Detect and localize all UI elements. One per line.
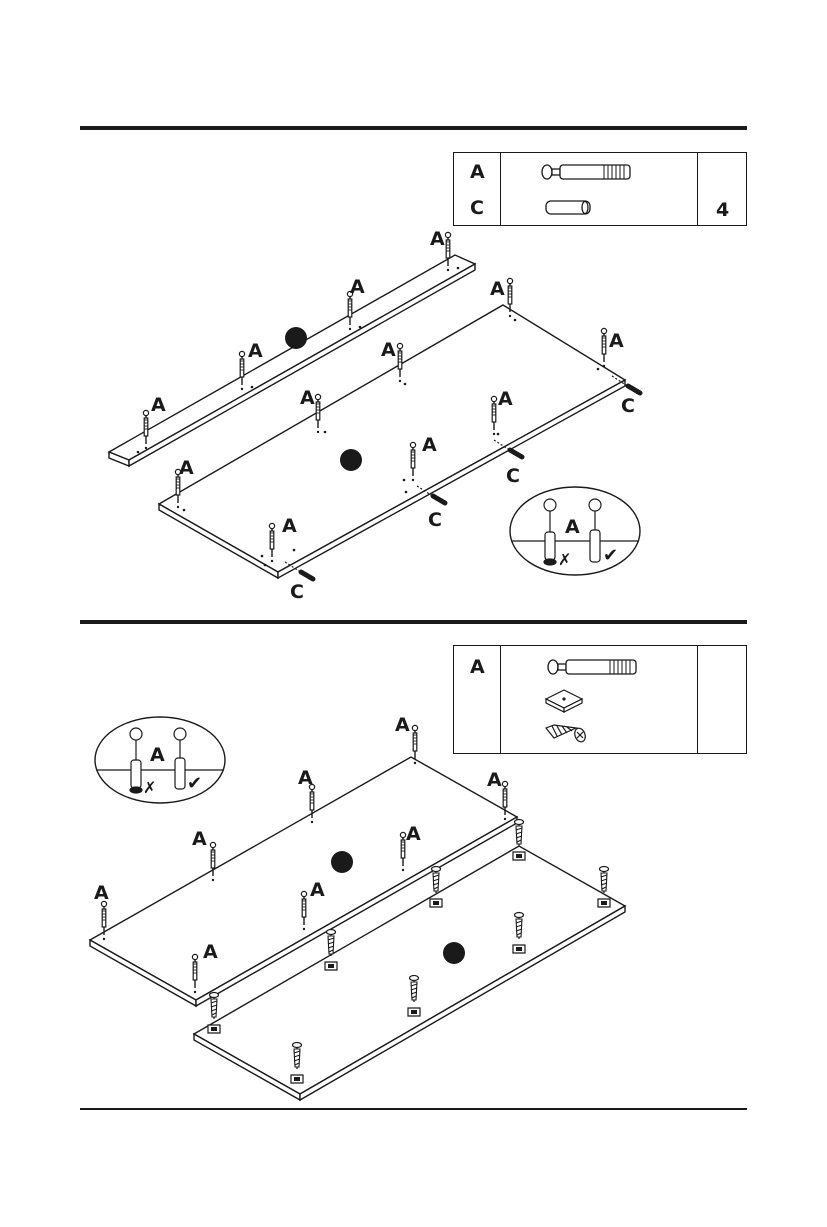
detail-bubble-step2: A ✗ ✔ xyxy=(95,717,225,803)
svg-text:A: A xyxy=(565,516,580,538)
svg-text:A: A xyxy=(282,515,297,537)
panel-marker-2 xyxy=(340,449,362,471)
detail-bubble-step1: A ✗ ✔ xyxy=(510,487,640,575)
svg-text:A: A xyxy=(498,388,513,410)
svg-text:A: A xyxy=(422,434,437,456)
svg-text:A: A xyxy=(94,882,109,904)
panel-marker-2 xyxy=(443,942,465,964)
svg-text:A: A xyxy=(381,339,396,361)
panel-marker-1 xyxy=(331,851,353,873)
panel-marker-1 xyxy=(285,327,307,349)
svg-text:A: A xyxy=(179,457,194,479)
svg-text:A: A xyxy=(248,340,263,362)
svg-text:A: A xyxy=(203,941,218,963)
svg-text:✗: ✗ xyxy=(558,550,571,569)
svg-text:✔: ✔ xyxy=(603,545,618,566)
svg-text:C: C xyxy=(621,395,635,417)
svg-text:A: A xyxy=(300,387,315,409)
svg-text:C: C xyxy=(506,465,520,487)
svg-text:A: A xyxy=(609,330,624,352)
svg-text:A: A xyxy=(310,879,325,901)
svg-text:A: A xyxy=(192,828,207,850)
svg-text:A: A xyxy=(490,278,505,300)
svg-text:A: A xyxy=(298,767,313,789)
svg-text:A: A xyxy=(395,714,410,736)
svg-text:✗: ✗ xyxy=(143,778,156,797)
svg-text:C: C xyxy=(428,509,442,531)
svg-text:A: A xyxy=(487,769,502,791)
svg-text:C: C xyxy=(290,581,304,603)
svg-text:A: A xyxy=(150,744,165,766)
svg-text:✔: ✔ xyxy=(187,773,202,794)
svg-text:A: A xyxy=(151,394,166,416)
svg-text:A: A xyxy=(350,276,365,298)
svg-text:A: A xyxy=(406,823,421,845)
svg-text:A: A xyxy=(430,228,445,250)
